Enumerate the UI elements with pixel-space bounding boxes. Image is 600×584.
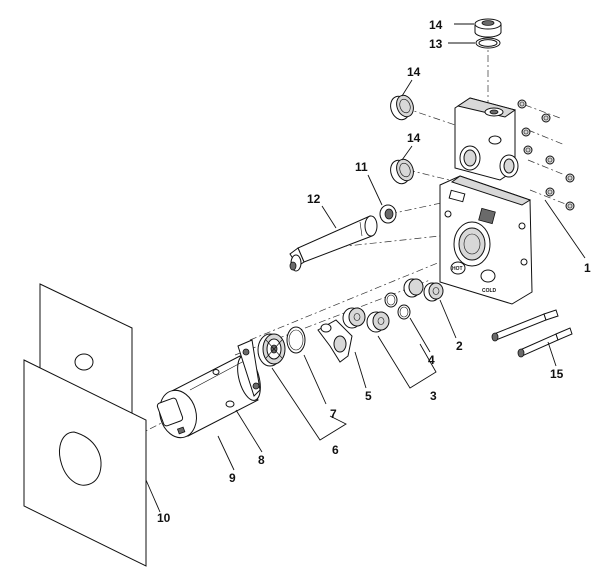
part-13-o-ring (448, 37, 501, 49)
label-9: 9 (229, 471, 236, 485)
part-14-plug-upper (390, 79, 414, 121)
part-8-clip (212, 339, 263, 453)
part-12-extension-sleeve (289, 205, 378, 272)
label-14-upper-plug: 14 (407, 65, 421, 79)
part-labels: 14 13 14 14 11 12 1 2 4 3 5 7 6 8 9 10 1… (157, 18, 591, 525)
part-14-plug-lower (390, 145, 414, 185)
cold-marking: COLD (482, 288, 497, 294)
label-5: 5 (365, 389, 372, 403)
part-4-o-rings (384, 292, 431, 353)
label-14-top: 14 (429, 18, 443, 32)
label-3: 3 (430, 389, 437, 403)
hot-marking: HOT (452, 266, 463, 272)
label-1: 1 (584, 261, 591, 275)
label-11: 11 (355, 160, 368, 174)
part-15-wall-anchors (491, 309, 573, 367)
body-screws (517, 99, 575, 211)
part-3-cartridges (342, 307, 437, 389)
part-5-lever (317, 319, 367, 389)
label-4: 4 (428, 353, 435, 367)
label-7: 7 (330, 407, 337, 421)
label-2: 2 (456, 339, 463, 353)
part-2-cartridge (403, 278, 457, 339)
part-10-wall-gaskets (23, 283, 161, 567)
part-11-ring (367, 174, 397, 224)
part-1-valve-body: HOT COLD (439, 97, 586, 305)
label-15: 15 (550, 367, 564, 381)
part-6-diverter-disc (257, 333, 347, 441)
label-10: 10 (157, 511, 171, 525)
part-7-o-ring (286, 326, 327, 405)
label-8: 8 (258, 453, 265, 467)
label-12: 12 (307, 192, 321, 206)
label-6: 6 (332, 443, 339, 457)
label-14-lower-plug: 14 (407, 131, 421, 145)
label-13: 13 (429, 37, 443, 51)
part-14-top-cap (454, 18, 502, 38)
